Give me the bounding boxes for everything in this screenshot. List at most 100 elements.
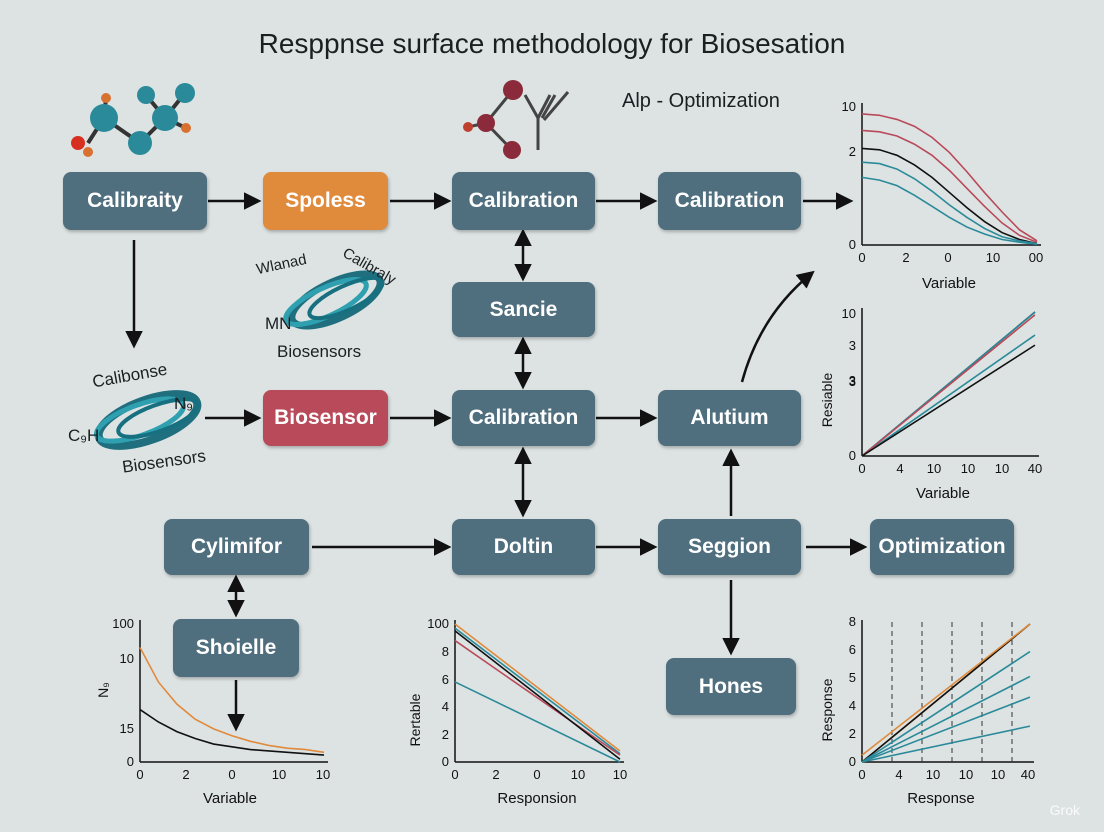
y-tick-label: 0 xyxy=(127,754,134,769)
x-tick-label: 0 xyxy=(533,767,540,782)
series-line-6 xyxy=(861,696,1031,763)
x-tick-label: 10 xyxy=(995,461,1009,476)
x-tick-label: 40 xyxy=(1028,461,1042,476)
protein-label-n9: N₉ xyxy=(174,394,194,413)
box-cylimifor[interactable]: Cylimifor xyxy=(164,519,309,575)
y-axis-label: Response xyxy=(819,678,835,741)
y-tick-label: 2 xyxy=(849,726,856,741)
x-tick-label: 4 xyxy=(896,461,903,476)
y-tick-label: 6 xyxy=(442,672,449,687)
box-seggion[interactable]: Seggion xyxy=(658,519,801,575)
x-axis-label: Variable xyxy=(203,790,257,807)
x-tick-label: 0 xyxy=(136,767,143,782)
series-line-7 xyxy=(861,725,1031,763)
series-line-3 xyxy=(861,334,1036,457)
y-tick-label: 10 xyxy=(842,306,856,321)
x-tick-label: 40 xyxy=(1021,767,1035,782)
y-axis-label: N₉ xyxy=(95,682,111,698)
y-tick-label: 6 xyxy=(849,642,856,657)
connectors xyxy=(125,192,868,732)
x-axis-label: Variable xyxy=(916,485,970,502)
series-line-4 xyxy=(454,630,621,760)
box-calibraity[interactable]: Calibraity xyxy=(63,172,207,230)
x-tick-label: 4 xyxy=(895,767,902,782)
x-tick-label: 00 xyxy=(1029,250,1043,265)
x-tick-label: 10 xyxy=(571,767,585,782)
y-tick-label: 2 xyxy=(442,727,449,742)
series-line-2 xyxy=(861,129,1038,243)
y-tick-label: 8 xyxy=(442,644,449,659)
box-shoielle[interactable]: Shoielle xyxy=(173,619,299,677)
x-axis-label: Variable xyxy=(922,275,976,292)
x-tick-label: 2 xyxy=(492,767,499,782)
y-tick-label: 0 xyxy=(849,448,856,463)
y-tick-label: 3 xyxy=(849,338,856,353)
x-tick-label: 0 xyxy=(858,767,865,782)
x-tick-label: 10 xyxy=(961,461,975,476)
series-line-1 xyxy=(454,623,621,752)
series-line-3 xyxy=(861,623,1031,756)
x-tick-label: 10 xyxy=(927,461,941,476)
y-tick-label: 0 xyxy=(442,754,449,769)
x-tick-label: 10 xyxy=(986,250,1000,265)
x-tick-label: 0 xyxy=(228,767,235,782)
x-tick-label: 0 xyxy=(858,250,865,265)
y-tick-label: 5 xyxy=(849,670,856,685)
series-line-3 xyxy=(454,639,621,756)
box-calibration-top[interactable]: Calibration xyxy=(452,172,595,230)
y-tick-label: 3 xyxy=(849,373,856,388)
box-alutium[interactable]: Alutium xyxy=(658,390,801,446)
box-doltin[interactable]: Doltin xyxy=(452,519,595,575)
x-axis-label: Response xyxy=(907,790,975,807)
y-tick-label: 3 xyxy=(849,374,856,389)
x-tick-label: 10 xyxy=(959,767,973,782)
chart-bottom-right: 0410101040024568100ResponseResponse xyxy=(819,0,1035,807)
x-tick-label: 10 xyxy=(272,767,286,782)
y-axis-label: Resiable xyxy=(819,373,835,428)
x-tick-label: 10 xyxy=(926,767,940,782)
y-tick-label: 0 xyxy=(849,237,856,252)
molecule-icon-left xyxy=(71,83,195,157)
x-tick-label: 2 xyxy=(182,767,189,782)
series-line-1 xyxy=(861,113,1038,242)
series-line-4 xyxy=(861,650,1031,763)
box-spoless[interactable]: Spoless xyxy=(263,172,388,230)
box-calibration-right[interactable]: Calibration xyxy=(658,172,801,230)
y-tick-label: 15 xyxy=(120,721,134,736)
series-line-4 xyxy=(861,161,1038,245)
box-calibration-mid[interactable]: Calibration xyxy=(452,390,595,446)
series-line-5 xyxy=(861,675,1031,763)
series-line-5 xyxy=(861,176,1038,246)
x-tick-label: 10 xyxy=(316,767,330,782)
x-tick-label: 10 xyxy=(613,767,627,782)
y-tick-label: 0 xyxy=(849,754,856,769)
x-tick-label: 0 xyxy=(944,250,951,265)
y-tick-label: 4 xyxy=(849,698,856,713)
watermark-grok: Grok xyxy=(1049,802,1080,818)
box-sancie[interactable]: Sancie xyxy=(452,282,595,337)
diagram-title: Resppnse surface methodology for Biosesa… xyxy=(258,28,846,59)
y-tick-label: 8 xyxy=(849,614,856,629)
box-biosensor[interactable]: Biosensor xyxy=(263,390,388,446)
y-tick-label: 4 xyxy=(442,699,449,714)
series-line-3 xyxy=(861,147,1038,245)
y-tick-label: 10 xyxy=(120,651,134,666)
x-axis-label: Responsion xyxy=(497,790,576,807)
x-tick-label: 2 xyxy=(902,250,909,265)
y-tick-label: 10 xyxy=(842,99,856,114)
x-tick-label: 0 xyxy=(858,461,865,476)
series-line-2 xyxy=(861,623,1031,763)
box-hones[interactable]: Hones xyxy=(666,658,796,715)
series-line-5 xyxy=(861,344,1036,457)
diagram-subtitle: Alp - Optimization xyxy=(622,90,780,112)
box-optimization[interactable]: Optimization xyxy=(870,519,1014,575)
series-line-4 xyxy=(861,314,1036,457)
protein-label-c9h: C₉H xyxy=(68,426,100,445)
y-tick-label: 100 xyxy=(112,616,134,631)
protein-ribbon-icon-1 xyxy=(283,270,385,330)
protein-ribbon-icon-2 xyxy=(93,390,202,450)
